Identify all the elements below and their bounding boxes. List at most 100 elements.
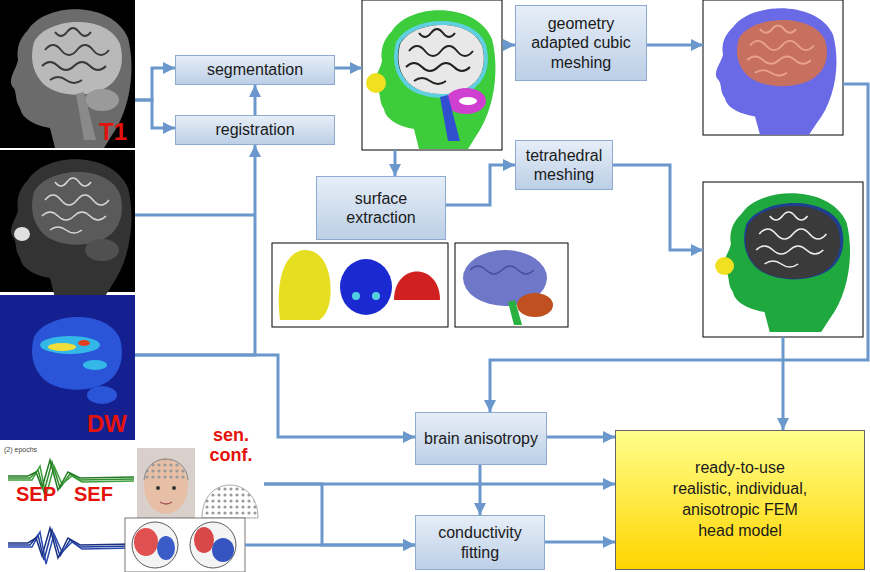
diffusion-image: [83, 360, 107, 370]
brain-surface-image: [455, 243, 568, 327]
panel-note: (2) epochs: [4, 446, 37, 453]
node-text: T1: [99, 118, 127, 146]
node-text: geometry adapted cubic meshing: [522, 14, 640, 72]
node-text: surface extraction: [323, 189, 439, 227]
head-photo: [160, 502, 172, 504]
tetrahedral-mesh-image: [746, 206, 840, 279]
result-box: ready-to-use realistic, individual, anis…: [615, 430, 865, 570]
connector-arrow: [135, 355, 415, 437]
process-box: surface extraction: [316, 176, 446, 240]
segmentation-image: [362, 0, 502, 150]
flow-line: [135, 45, 868, 430]
tetrahedral-mesh-image: [715, 257, 734, 275]
eeg-traces: [0, 445, 140, 572]
t1-mri-image: [85, 89, 119, 111]
signal-panel: SEPSEF: [0, 445, 245, 572]
connector-arrow: [254, 85, 257, 115]
topography-maps: [157, 536, 175, 560]
connector-arrow: [135, 100, 175, 128]
sensor-panel: sen. conf.: [198, 426, 264, 518]
flow-line: [502, 44, 515, 47]
connector-arrow: [264, 484, 415, 545]
segmentation-image: [375, 10, 496, 149]
topography-maps: [190, 522, 236, 568]
node-text: conductivity fitting: [422, 523, 538, 561]
topography-maps: [134, 528, 158, 556]
t2-mri-image: [11, 159, 132, 298]
topography-maps: [125, 518, 245, 572]
flow-line: [335, 67, 362, 70]
t2-mri-image: [42, 178, 109, 233]
diffusion-image: [0, 295, 135, 440]
topography-maps: [132, 522, 178, 568]
head-photo: [172, 486, 176, 490]
diffusion-image: [40, 336, 100, 354]
t1-mri-image: [0, 0, 135, 148]
surface-images: [272, 243, 448, 327]
node-text: tetrahedral meshing: [522, 146, 606, 184]
segmentation-image: [459, 97, 477, 105]
segmentation-image: [446, 88, 486, 114]
segmentation-image: [396, 23, 486, 96]
cubic-mesh-image: [747, 25, 814, 75]
process-box: geometry adapted cubic meshing: [515, 5, 647, 81]
topography-maps: [194, 527, 214, 553]
node-text: SEF: [74, 483, 113, 506]
head-photo: [137, 448, 195, 520]
eeg-traces: [8, 528, 134, 558]
tetrahedral-mesh-image: [723, 193, 850, 332]
t2-mri-image: [14, 227, 30, 241]
node-text: segmentation: [207, 60, 303, 79]
topography-maps: [125, 518, 245, 572]
flow-line: [613, 165, 703, 250]
diffusion-image: DW: [0, 295, 135, 440]
node-text: DW: [87, 410, 127, 438]
process-box: segmentation: [175, 55, 335, 85]
diffusion-image: [78, 340, 90, 346]
topography-maps: [212, 538, 234, 562]
diffusion-image: [32, 317, 122, 390]
node-text: registration: [215, 120, 294, 139]
cubic-mesh-image: [703, 0, 843, 135]
connector-arrow: [135, 145, 255, 355]
diffusion-image: [48, 343, 76, 351]
tetrahedral-mesh-image: [715, 193, 850, 332]
connector-arrow: [245, 544, 415, 547]
brain-surface-image: [508, 300, 522, 325]
diffusion-image: [0, 295, 135, 440]
sensor-array: [200, 470, 260, 520]
surface-images: [340, 259, 392, 315]
process-box: tetrahedral meshing: [515, 140, 613, 190]
surface-images: [352, 292, 360, 300]
eeg-traces: [8, 532, 134, 564]
tetrahedral-mesh-image: [744, 203, 843, 279]
process-box: conductivity fitting: [415, 515, 545, 570]
flow-line: [782, 337, 785, 430]
segmentation-image: [362, 0, 502, 150]
brain-surface-image: [517, 293, 553, 317]
t2-mri-image: [32, 172, 122, 245]
head-photo: [137, 448, 195, 520]
surface-images: [372, 292, 380, 300]
head-photo: [156, 486, 160, 490]
diffusion-image: [87, 386, 117, 404]
segmentation-image: [398, 25, 483, 94]
connector-arrow: [479, 465, 482, 515]
brain-surface-image: [455, 243, 568, 327]
tetrahedral-mesh-image: [756, 212, 826, 267]
flow-line: [135, 214, 255, 217]
eeg-traces: [0, 445, 140, 572]
connector-arrow: [547, 436, 615, 439]
flow-line: [490, 84, 868, 412]
process-box: brain anisotropy: [415, 412, 547, 465]
t1-mri-image: [42, 28, 109, 83]
connector-arrow: [135, 68, 175, 100]
t1-mri-image: [76, 92, 96, 140]
connector-arrow: [545, 541, 615, 544]
t1-mri-image: [0, 0, 135, 148]
process-box: registration: [175, 115, 335, 145]
segmentation-image: [406, 29, 473, 84]
tetrahedral-mesh-image: [703, 182, 863, 337]
cubic-mesh-image: [703, 0, 843, 135]
